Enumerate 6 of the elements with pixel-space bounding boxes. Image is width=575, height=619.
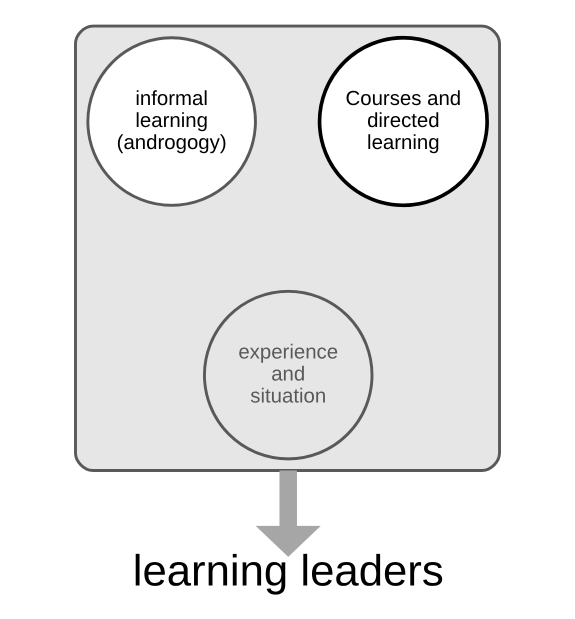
node-text: learning leaders [132, 546, 444, 596]
arrow [256, 470, 321, 557]
node-circle: Courses and directed learning [318, 36, 489, 208]
cluster [74, 24, 501, 472]
node-circle: informal learning (androgogy) [86, 36, 257, 207]
node-circle: experience and situation [202, 290, 374, 460]
